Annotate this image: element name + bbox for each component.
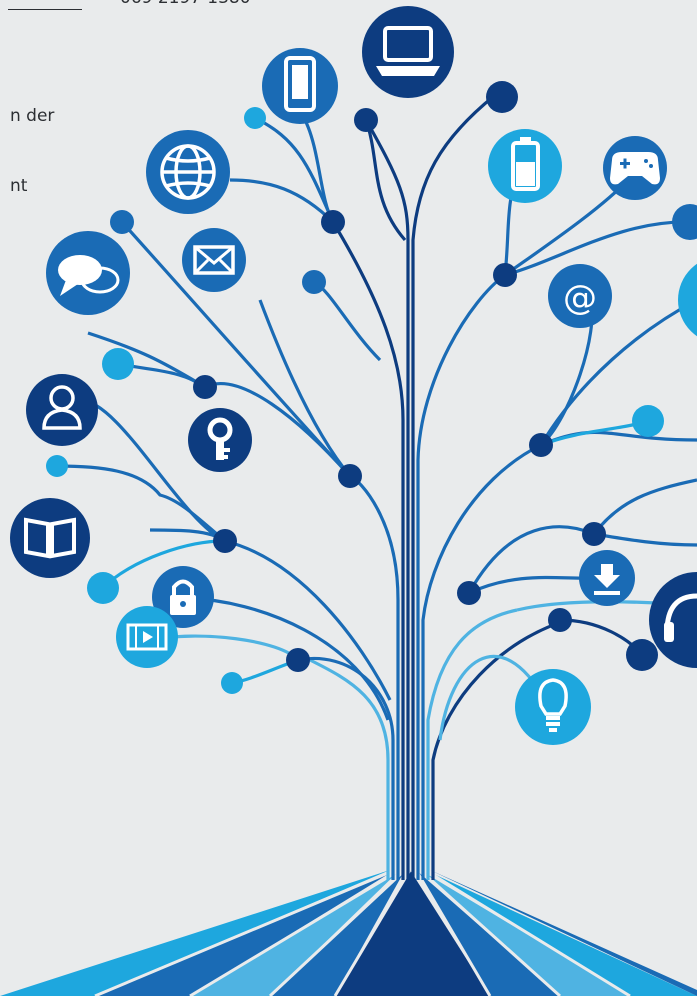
at-sign-icon: @ (548, 264, 612, 328)
battery-icon (488, 129, 562, 203)
svg-text:@: @ (563, 278, 597, 318)
book-icon (10, 498, 90, 578)
phone-number: 069 2197-1380 (120, 0, 251, 8)
lock-icon (152, 566, 214, 628)
header-rule (8, 9, 82, 10)
branch-nodes (46, 81, 697, 694)
smartphone-icon (262, 48, 338, 124)
email-icon (182, 228, 246, 292)
film-icon (116, 606, 178, 668)
ground-rays (0, 868, 697, 996)
partial-icon-right (678, 263, 697, 337)
intro-text-fragment-1: n der (10, 106, 55, 126)
globe-icon (146, 130, 230, 214)
key-icon (188, 408, 252, 472)
chat-icon (46, 231, 130, 315)
gamepad-icon (603, 136, 667, 200)
intro-text-fragment-2: nt (10, 176, 28, 196)
lightbulb-icon (515, 669, 591, 745)
download-icon (579, 550, 635, 606)
headphones-icon (649, 572, 697, 668)
user-icon (26, 374, 98, 446)
laptop-icon (362, 6, 454, 98)
